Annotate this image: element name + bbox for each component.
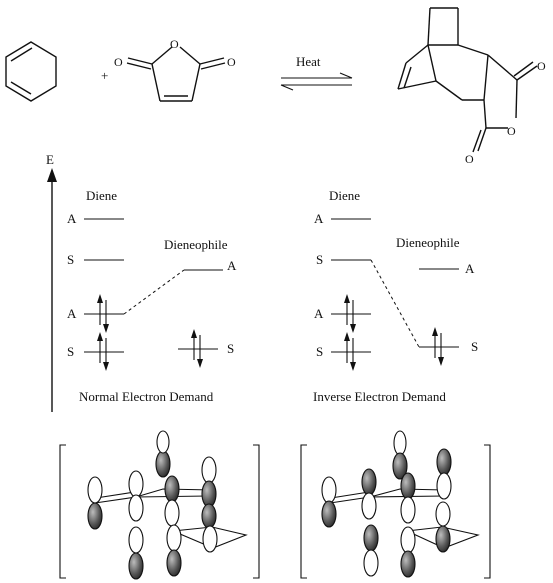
carbonyl-oxygen-right: O [227, 55, 236, 69]
inverse-diene-title: Diene [329, 188, 360, 203]
normal-diene-S-top-label: S [67, 252, 74, 267]
equilibrium-arrows-icon: Heat [280, 54, 353, 91]
energy-axis: E [46, 152, 57, 412]
normal-diene-A-top-label: A [67, 211, 77, 226]
normal-dienophile-S-label: S [227, 341, 234, 356]
inverse-dienophile-title: Dieneophile [396, 235, 460, 250]
inverse-diene-S-top-label: S [316, 252, 323, 267]
bicyclic-adduct-structure: O O O [397, 7, 546, 166]
electron-pair-icon [97, 332, 109, 371]
plus-sign: + [101, 68, 108, 83]
normal-interaction-line [123, 269, 185, 315]
inverse-demand-diagram: Diene A S A S Dieneophile A S Inverse El… [313, 188, 478, 404]
normal-diene-title: Diene [86, 188, 117, 203]
inverse-dienophile-A-label: A [465, 261, 475, 276]
normal-transition-state-orbitals [59, 430, 260, 580]
adduct-carbonyl-oxygen-right: O [537, 59, 546, 73]
normal-diene-A-occ-label: A [67, 306, 77, 321]
bracket-left-close [253, 444, 260, 579]
bracket-left-open [59, 444, 66, 579]
normal-demand-diagram: Diene A S A S Dieneophile A S Normal Ele… [67, 188, 237, 404]
adduct-carbonyl-oxygen-left: O [465, 152, 474, 166]
electron-pair-icon [344, 294, 356, 333]
energy-axis-arrow-icon [47, 168, 57, 182]
anhydride-ring-oxygen: O [170, 37, 179, 51]
inverse-dienophile-S-label: S [471, 339, 478, 354]
heat-label: Heat [296, 54, 321, 69]
inverse-diene-A-occ-label: A [314, 306, 324, 321]
normal-dienophile-A-label: A [227, 258, 237, 273]
electron-pair-icon [344, 332, 356, 371]
adduct-ring-oxygen: O [507, 124, 516, 138]
bracket-right-close [484, 444, 491, 579]
electron-pair-icon [97, 294, 109, 333]
inverse-transition-state-orbitals [300, 430, 491, 579]
carbonyl-oxygen-left: O [114, 55, 123, 69]
electron-pair-icon [432, 327, 444, 366]
electron-pair-icon [191, 329, 203, 368]
normal-dienophile-title: Dieneophile [164, 237, 228, 252]
inverse-diene-A-top-label: A [314, 211, 324, 226]
bracket-right-open [300, 444, 307, 579]
cyclohexadiene-structure [5, 41, 57, 102]
maleic-anhydride-structure: O O O [114, 37, 236, 102]
energy-axis-label: E [46, 152, 54, 167]
normal-caption: Normal Electron Demand [79, 389, 214, 404]
normal-diene-S-occ-label: S [67, 344, 74, 359]
inverse-diene-S-occ-label: S [316, 344, 323, 359]
reaction-scheme: + O O O Heat [5, 7, 546, 166]
inverse-caption: Inverse Electron Demand [313, 389, 446, 404]
inverse-interaction-line [370, 259, 420, 348]
